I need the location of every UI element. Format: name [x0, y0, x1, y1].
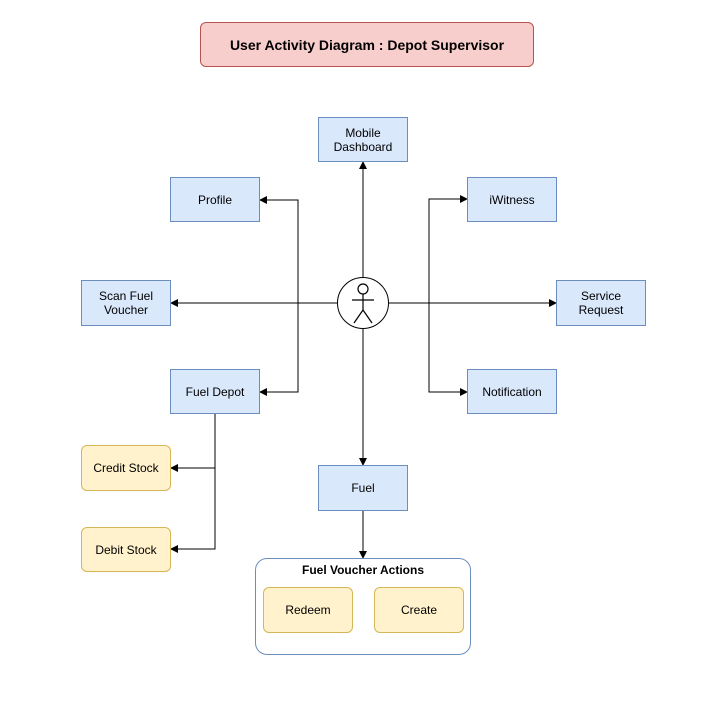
edge-actor-fuel-depot	[259, 303, 299, 396]
edge-actor-profile	[259, 196, 299, 303]
node-fuel-depot: Fuel Depot	[170, 369, 260, 414]
node-debit-stock: Debit Stock	[81, 527, 171, 572]
stick-figure-icon	[352, 283, 374, 324]
edge-fuel-depot-debit-stock	[170, 468, 216, 553]
node-scan-fuel-voucher: Scan Fuel Voucher	[81, 280, 171, 326]
node-create: Create	[374, 587, 464, 633]
node-iwitness: iWitness	[467, 177, 557, 222]
node-service-request: Service Request	[556, 280, 646, 326]
fuel-voucher-actions-label: Fuel Voucher Actions	[301, 563, 424, 577]
node-credit-stock: Credit Stock	[81, 445, 171, 491]
node-mobile-dashboard: Mobile Dashboard	[318, 117, 408, 162]
node-fuel: Fuel	[318, 465, 408, 511]
diagram-title: User Activity Diagram : Depot Supervisor	[200, 22, 534, 67]
node-redeem: Redeem	[263, 587, 353, 633]
node-notification: Notification	[467, 369, 557, 414]
node-profile: Profile	[170, 177, 260, 222]
depot-supervisor-actor	[337, 277, 389, 329]
edge-actor-notification	[428, 303, 468, 396]
edge-actor-iwitness	[428, 195, 468, 303]
edge-fuel-depot-credit-stock	[170, 414, 216, 472]
